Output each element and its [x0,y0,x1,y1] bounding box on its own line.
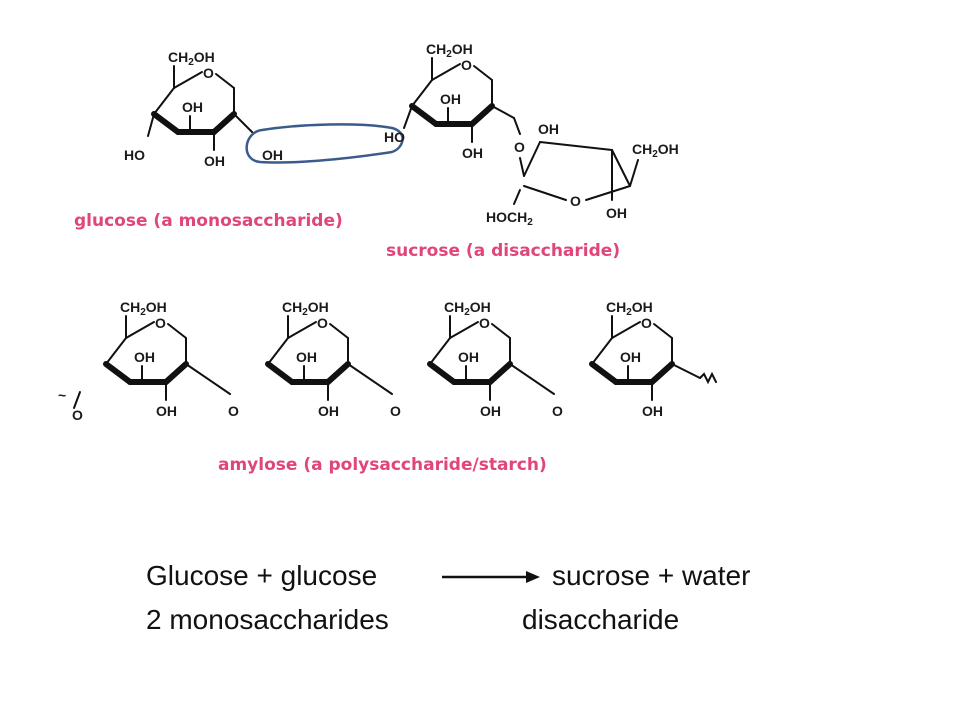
amylose-ring-2 [268,299,348,419]
svg-text:HOCH2: HOCH2 [486,209,533,228]
highlight-loop [245,123,404,164]
svg-text:O: O [514,139,525,155]
svg-text:~: ~ [58,387,66,403]
svg-text:HO: HO [124,147,145,163]
reactants-text: Glucose + glucose [146,560,378,591]
reaction-arrow [442,571,540,583]
amylose-structure: ~ O O O O [58,299,717,423]
amylose-ring-4 [592,299,672,419]
glucose-caption: glucose (a monosaccharide) [74,211,343,231]
svg-text:O: O [552,403,563,419]
svg-text:OH: OH [538,121,559,137]
sucrose-caption: sucrose (a disaccharide) [386,241,620,261]
svg-text:OH: OH [262,147,283,163]
svg-text:O: O [72,407,83,423]
svg-text:CH2OH: CH2OH [632,141,679,160]
amylose-ring-3 [430,299,510,419]
svg-text:OH: OH [606,205,627,221]
sucrose-structure: HO O OH O HOCH2 CH2OH OH [384,41,679,228]
svg-text:O: O [228,403,239,419]
amylose-caption: amylose (a polysaccharide/starch) [218,455,547,475]
amylose-ring-1 [106,299,186,419]
svg-text:HO: HO [384,129,405,145]
svg-text:O: O [570,193,581,209]
glucose-structure: HO OH [124,49,283,169]
reactants-label: 2 monosaccharides [146,604,389,635]
svg-text:O: O [390,403,401,419]
product-label: disaccharide [522,604,680,635]
products-text: sucrose + water [552,560,751,591]
